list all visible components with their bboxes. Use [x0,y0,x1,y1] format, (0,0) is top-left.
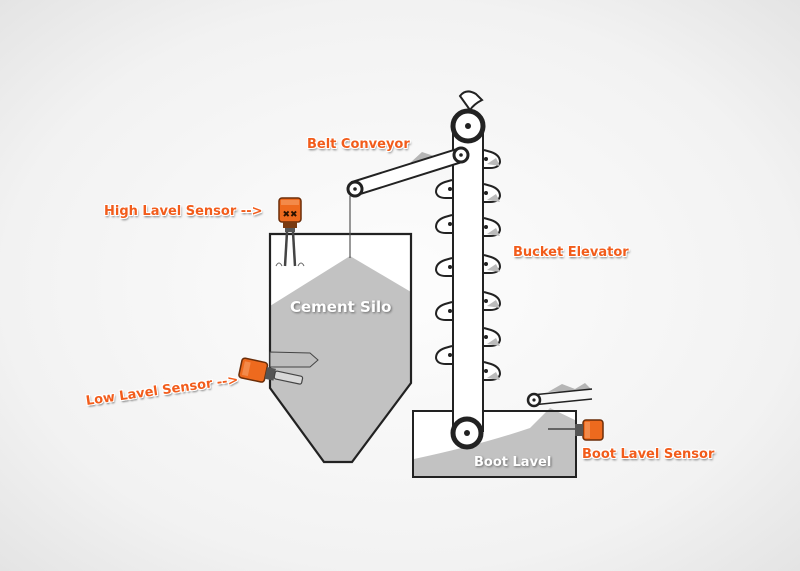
boot-level-sensor-label: Boot Lavel Sensor [582,447,715,462]
boot-material [414,408,575,476]
feed-conveyor [526,383,593,408]
svg-text:✖✖: ✖✖ [282,210,297,220]
boot-section [412,408,577,478]
low-level-sensor [238,357,304,385]
boot-level-label: Boot Lavel [474,455,552,470]
bucket-elevator [435,90,501,450]
silo-chute [269,351,319,368]
belt-conveyor [346,146,470,258]
cement-silo-label: Cement Silo [290,298,392,316]
cement-silo [268,232,413,464]
discharge-hood [458,90,484,112]
bucket-elevator-label: Bucket Elevator [513,245,629,260]
high-level-sensor-label: High Lavel Sensor --> [104,204,263,219]
high-level-sensor: ✖✖ [275,197,305,267]
boot-level-sensor [575,419,604,441]
cement-material [270,256,411,462]
belt-conveyor-label: Belt Conveyor [307,137,410,152]
silo-outline [268,232,413,464]
